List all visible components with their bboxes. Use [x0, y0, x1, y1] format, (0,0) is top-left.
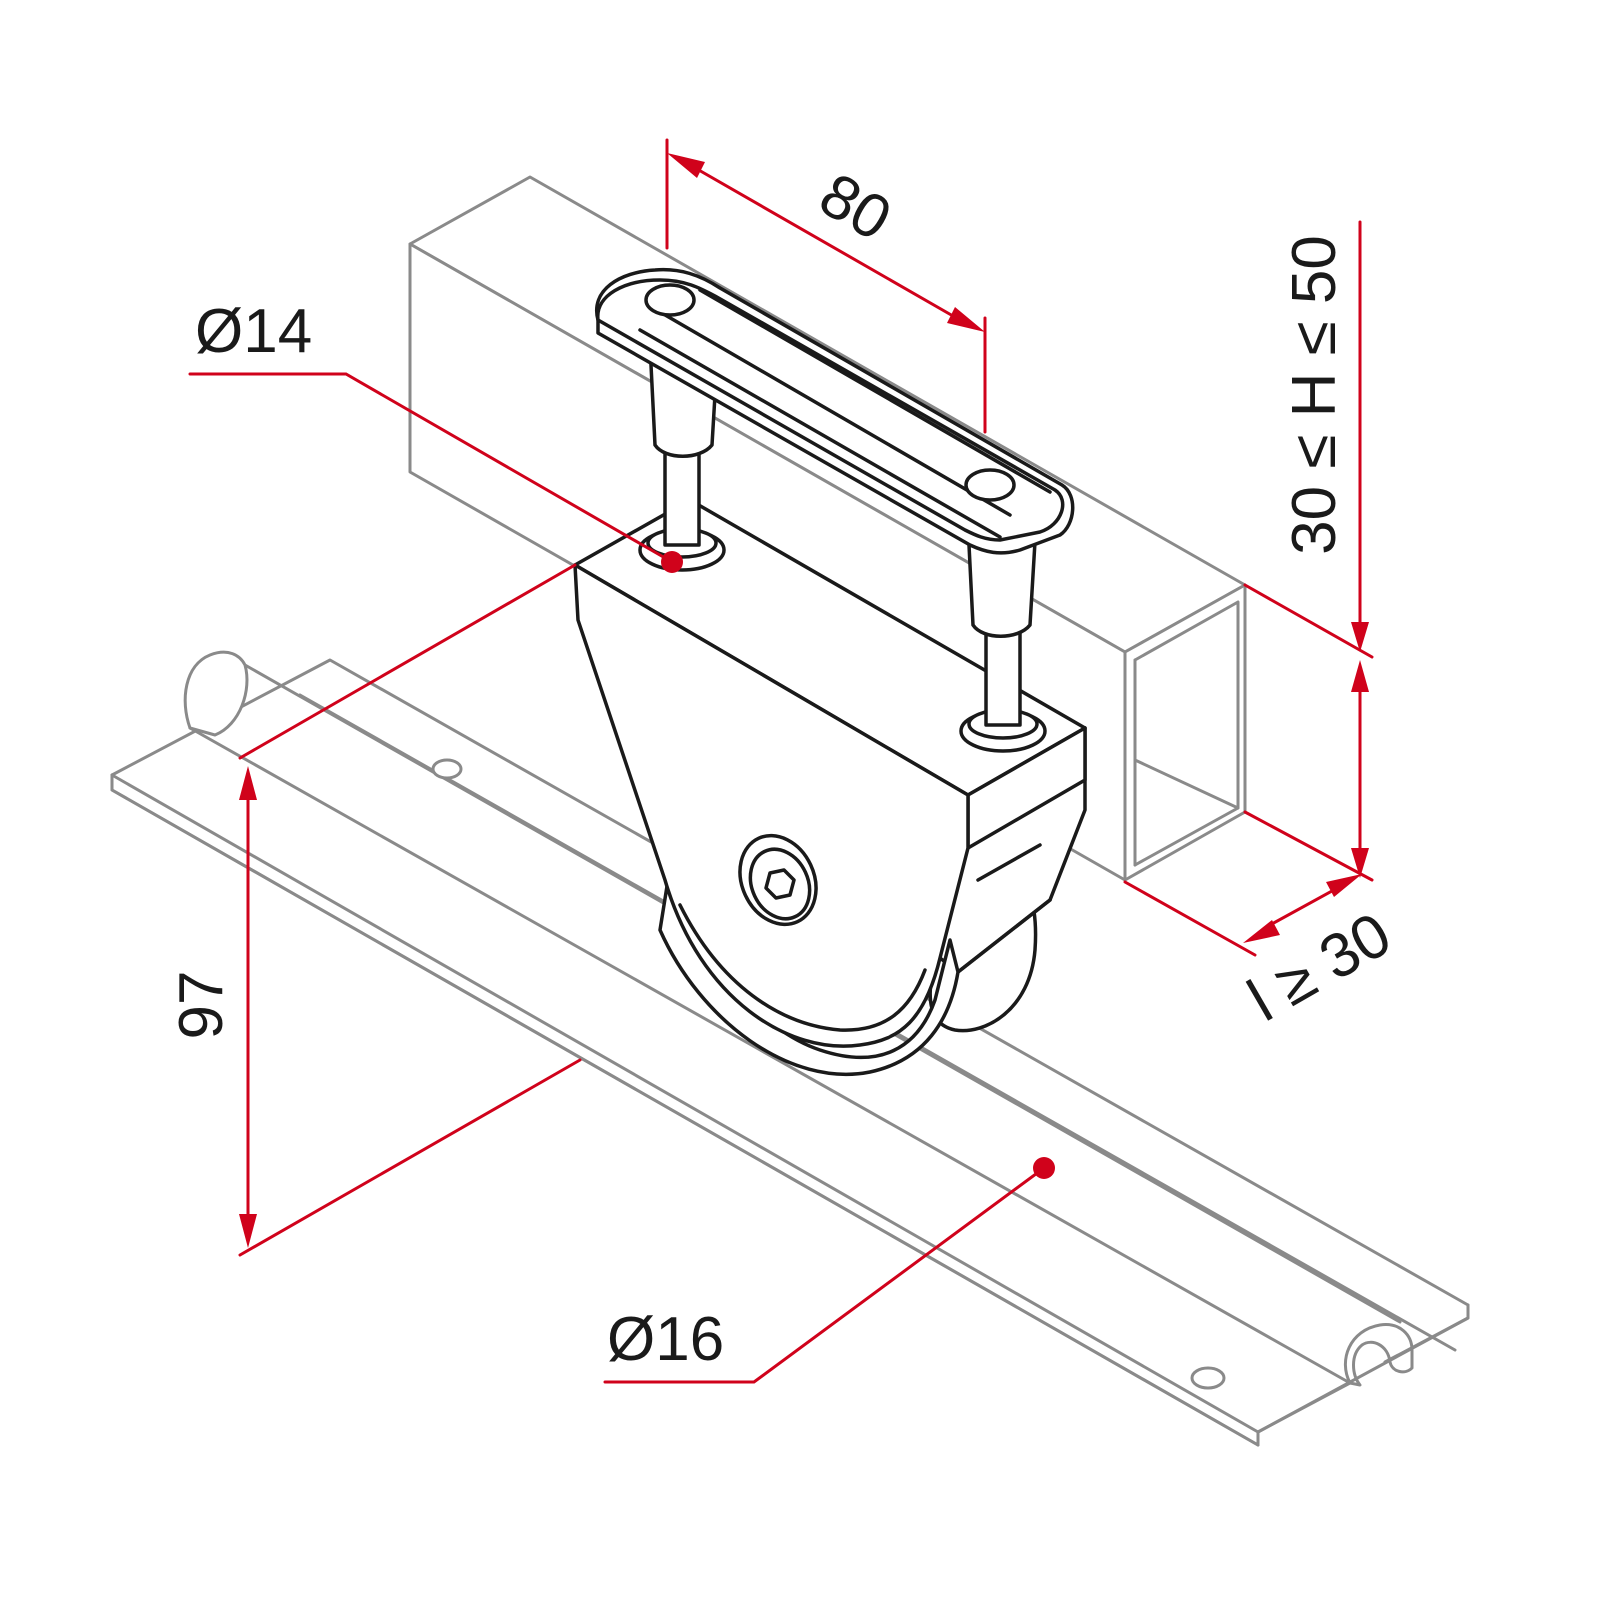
top-mounting-plate [594, 267, 1075, 555]
dimension-wheel-diameter: Ø14 [188, 297, 683, 573]
mounting-pin-right [959, 523, 1047, 753]
dimension-profile-height: 30 ≤ H ≤ 50 [1243, 220, 1374, 882]
dimension-height: 97 [167, 563, 582, 1257]
dimension-label-d16: Ø16 [607, 1305, 724, 1374]
dimension-label-d14: Ø14 [195, 297, 312, 366]
roller-assembly [573, 267, 1087, 1077]
dimension-label-profile-height: 30 ≤ H ≤ 50 [1280, 235, 1349, 555]
dimension-profile-width: l ≥ 30 [1123, 874, 1402, 1035]
dimension-label-profile-width: l ≥ 30 [1237, 900, 1402, 1035]
dimension-rail-diameter: Ø16 [603, 1157, 1055, 1384]
dimension-label-97: 97 [167, 971, 236, 1040]
axle-bolt-icon [738, 833, 818, 927]
